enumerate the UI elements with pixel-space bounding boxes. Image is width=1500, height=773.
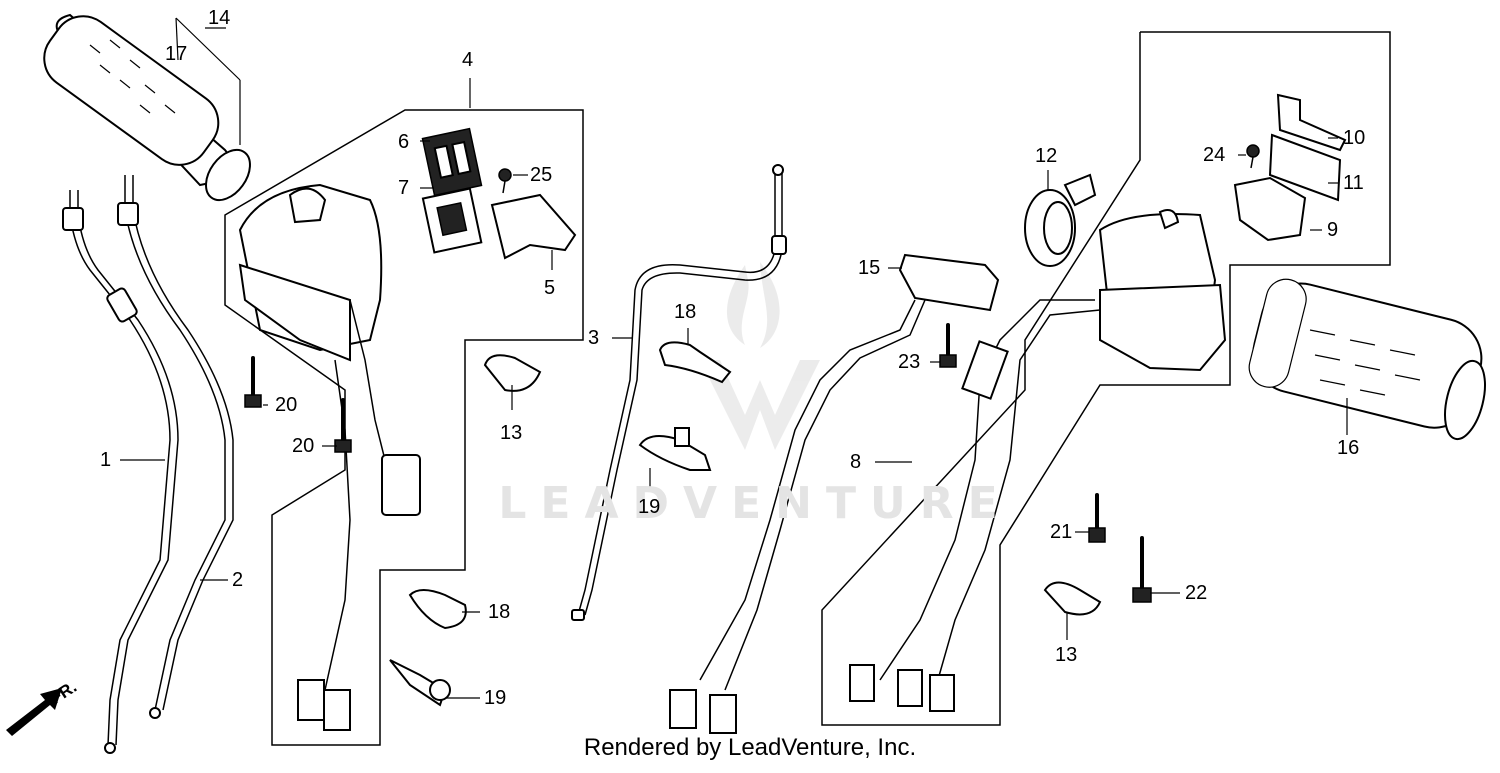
bolt-21 bbox=[1088, 493, 1106, 543]
left-grip bbox=[43, 13, 251, 202]
clamp-18-center bbox=[658, 341, 732, 384]
callout-18-center[interactable]: 18 bbox=[674, 301, 697, 323]
callout-5[interactable]: 5 bbox=[544, 277, 556, 299]
callout-13-left[interactable]: 13 bbox=[500, 422, 523, 444]
bracket-9 bbox=[1233, 176, 1307, 242]
right-grip bbox=[1248, 278, 1486, 441]
callout-8[interactable]: 8 bbox=[850, 451, 862, 473]
callout-13-right[interactable]: 13 bbox=[1055, 644, 1078, 666]
clamp-13-right bbox=[1043, 581, 1102, 616]
callout-19-center[interactable]: 19 bbox=[638, 496, 661, 518]
watermark-logo bbox=[700, 262, 820, 450]
callout-14[interactable]: 15 bbox=[858, 257, 881, 279]
callout-19-lower[interactable]: 19 bbox=[484, 687, 507, 709]
right-switch-housing bbox=[821, 31, 1391, 726]
callout-10[interactable]: 10 bbox=[1343, 127, 1366, 149]
callout-16[interactable]: 16 bbox=[1337, 437, 1360, 459]
pulley-12 bbox=[1024, 173, 1097, 267]
throttle-cable-2 bbox=[117, 175, 234, 719]
clamp-13-left bbox=[483, 354, 542, 392]
clamp-19-center bbox=[638, 427, 712, 471]
watermark-text: LEADVENTURE bbox=[498, 478, 1012, 529]
screw-24 bbox=[1246, 144, 1260, 169]
clamp-18-lower bbox=[408, 589, 467, 630]
plate-10 bbox=[1276, 93, 1347, 152]
callout-4[interactable]: 4 bbox=[462, 49, 474, 71]
cover-14 bbox=[898, 253, 1000, 312]
callout-7[interactable]: 7 bbox=[398, 177, 410, 199]
callout-25[interactable]: 25 bbox=[530, 164, 553, 186]
callout-20-lower[interactable]: 20 bbox=[292, 435, 315, 457]
leader-lines bbox=[120, 17, 1348, 699]
plate-11 bbox=[1268, 133, 1342, 202]
callout-21[interactable]: 21 bbox=[1050, 521, 1073, 543]
callout-23[interactable]: 23 bbox=[898, 351, 921, 373]
bolt-22 bbox=[1132, 536, 1152, 603]
callout-9[interactable]: 9 bbox=[1327, 219, 1339, 241]
bolt-20-upper bbox=[244, 356, 262, 408]
front-arrow-icon bbox=[6, 688, 62, 736]
screw-25 bbox=[498, 168, 512, 194]
switch-parts-6-7 bbox=[421, 127, 483, 254]
throttle-cable-1 bbox=[62, 190, 179, 754]
clamp-19-lower bbox=[389, 659, 451, 707]
render-credit: Rendered by LeadVenture, Inc. bbox=[583, 734, 917, 761]
callout-22[interactable]: 22 bbox=[1185, 582, 1208, 604]
callout-6[interactable]: 6 bbox=[398, 131, 410, 153]
cable-3 bbox=[571, 164, 787, 621]
callout-11[interactable]: 11 bbox=[1343, 172, 1364, 194]
callout-15[interactable]: 14 bbox=[208, 7, 231, 29]
callout-20-upper[interactable]: 20 bbox=[275, 394, 298, 416]
callout-12[interactable]: 12 bbox=[1035, 145, 1058, 167]
callout-17[interactable]: 17 bbox=[165, 43, 188, 65]
callout-3[interactable]: 3 bbox=[588, 327, 600, 349]
bolt-20-lower bbox=[334, 398, 352, 453]
callout-1[interactable]: 1 bbox=[100, 449, 112, 471]
left-switch-housing bbox=[224, 109, 584, 746]
callout-24[interactable]: 24 bbox=[1203, 144, 1226, 166]
bolt-23 bbox=[939, 323, 957, 368]
harness-center bbox=[669, 299, 926, 734]
callout-18-lower[interactable]: 18 bbox=[488, 601, 511, 623]
switch-bracket-5 bbox=[490, 193, 577, 260]
callout-2[interactable]: 2 bbox=[232, 569, 244, 591]
